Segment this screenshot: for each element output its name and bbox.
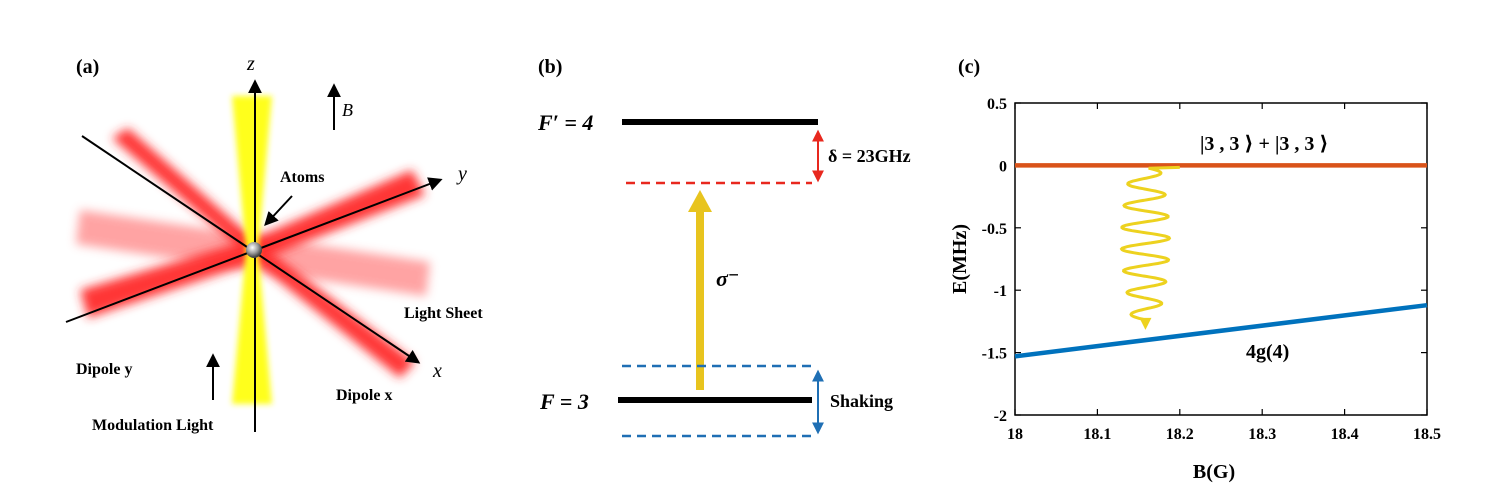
shaking-label: Shaking (830, 391, 893, 411)
wavy-arrowhead (1139, 317, 1152, 330)
panel-b-label: (b) (538, 56, 562, 78)
transition-arrowhead (688, 190, 712, 212)
x-tick-label: 18.2 (1166, 426, 1194, 443)
x-tick-label: 18.1 (1083, 426, 1111, 443)
y-tick-label: -0.5 (982, 221, 1007, 238)
energy-chart: 18 18.1 18.2 18.3 18.4 18.5 0.5 0 -0.5 -1 -1.5 -2 (982, 96, 1441, 443)
plot-frame (1014, 102, 1428, 416)
x-axis-label: B(G) (1193, 461, 1235, 483)
y-tick-label: -2 (994, 408, 1007, 425)
panel-a: (a) z y x B Atoms Light Sheet D (65, 53, 483, 434)
panel-a-label: (a) (76, 56, 99, 78)
axis-z-label: z (246, 53, 255, 75)
y-tick-label: 0.5 (987, 96, 1007, 113)
field-label: B (342, 100, 353, 120)
axis-x-label: x (432, 360, 442, 382)
annotation-bottom: 4g(4) (1246, 341, 1289, 363)
detuning-label: δ = 23GHz (828, 146, 911, 166)
x-tick-label: 18.5 (1413, 426, 1441, 443)
y-tick-label: -1 (994, 283, 1007, 300)
y-axis-label: E(MHz) (949, 224, 971, 294)
transition-label: σ⁻ (716, 266, 739, 291)
axis-y-label: y (456, 163, 467, 185)
dipole-x-label: Dipole x (336, 387, 392, 404)
panel-c: (c) 18 18.1 18.2 18.3 18.4 18.5 0.5 0 -0.5 -1 -1.5… (949, 56, 1441, 483)
atom-sphere (246, 242, 262, 258)
y-tick-label: -1.5 (982, 346, 1007, 363)
series-line-2 (1014, 302, 1428, 359)
atoms-arrow (264, 195, 293, 227)
panel-b: (b) F′ = 4 δ = 23GHz σ⁻ F = 3 Shaking (537, 56, 911, 438)
x-tick-label: 18 (1007, 426, 1023, 443)
wavy-transition-arrow (1119, 165, 1180, 322)
atoms-label: Atoms (280, 169, 324, 186)
upper-level-label: F′ = 4 (537, 110, 593, 135)
dipole-y-label: Dipole y (76, 361, 132, 378)
x-tick-label: 18.3 (1248, 426, 1276, 443)
annotation-top: |3 , 3 ⟩ + |3 , 3 ⟩ (1200, 133, 1329, 155)
y-tick-label: 0 (999, 158, 1007, 175)
light-sheet-label: Light Sheet (404, 305, 483, 322)
x-tick-label: 18.4 (1331, 426, 1359, 443)
modulation-label: Modulation Light (92, 417, 214, 434)
lower-level-label: F = 3 (539, 389, 589, 414)
panel-c-label: (c) (958, 56, 980, 78)
